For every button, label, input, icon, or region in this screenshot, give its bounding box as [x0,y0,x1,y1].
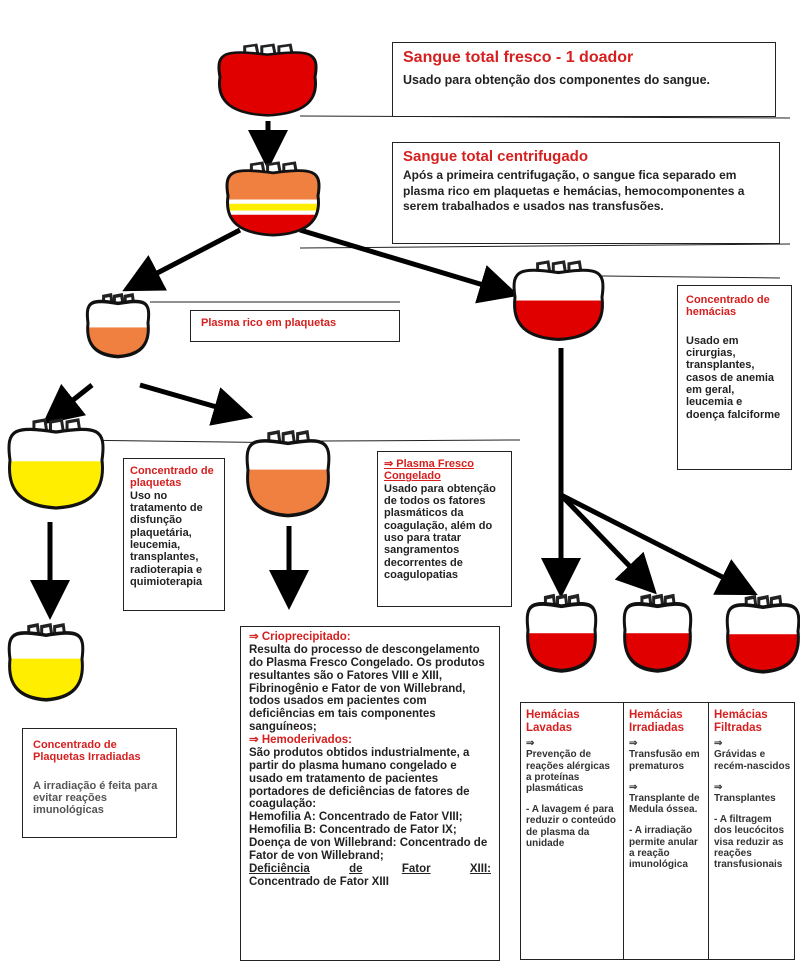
factor-xiii-concentrate: Concentrado de Fator XIII [249,875,389,888]
box-cryoprecipitate: ⇒ Crioprecipitado: Resulta do processo d… [240,626,500,961]
cell-irradiated: Hemácias Irradiadas ⇒ Transfusão em prem… [624,703,709,959]
washed-text-1: Prevenção de reações alérgicas a proteín… [526,749,610,795]
centrifuged-desc: Após a primeira centrifugação, o sangue … [403,168,745,214]
bag-irradiated-platelets [7,622,85,702]
filtered-arrow-2: ⇒ [714,781,723,793]
ffp-desc: Usado para obtenção de todos os fatores … [384,482,496,581]
prp-title: Plasma rico em plaquetas [201,317,337,329]
irradiated-title: Hemácias Irradiadas [629,709,684,734]
factor-xiii-word-2: de [349,862,363,875]
von-willebrand: Doença de von Willebrand: Concentrado de… [249,837,488,862]
irradiated-arrow-1: ⇒ [629,738,638,750]
platelets-title: Concentrado de plaquetas [130,465,214,490]
filtered-text-1: Grávidas e recém-nascidos [714,749,791,772]
bag-platelet-concentrate [7,418,105,510]
hemophilia-a: Hemofilia A: Concentrado de Fator VIII; [249,811,463,824]
washed-body: ⇒ Prevenção de reações alérgicas a prote… [526,738,618,849]
bag-platelet-rich-plasma [85,292,151,359]
bag-filtered [725,594,800,674]
flow-arrows [30,121,758,620]
ffp-title: ⇒ Plasma Fresco Congelado [384,458,474,483]
irradiated-arrow-2: ⇒ [629,781,638,793]
irradiated-body: ⇒ Transfusão em prematuros ⇒ Transplante… [629,738,703,870]
bag-fresh-frozen-plasma [245,429,331,518]
box-red-cell-variants: Hemácias Lavadas ⇒ Prevenção de reações … [520,702,795,960]
box-red-cell-concentrate: Concentrado de hemácias Usado em cirurgi… [677,285,792,470]
washed-arrow-1: ⇒ [526,738,535,750]
factor-xiii-word-4: XIII: [469,862,491,875]
washed-title: Hemácias Lavadas [526,709,580,734]
cell-filtered: Hemácias Filtradas ⇒ Grávidas e recém-na… [709,703,796,959]
irradiated-text-1: Transfusão em prematuros [629,749,700,772]
box-platelet-concentrate: Concentrado de plaquetas Uso no tratamen… [123,458,225,611]
filtered-text-3: - A filtragem dos leucócitos visa reduzi… [714,814,785,870]
cell-washed: Hemácias Lavadas ⇒ Prevenção de reações … [521,703,624,959]
bag-centrifuged [225,161,321,237]
irradiated-text-3: - A irradiação permite anular a reação i… [629,825,698,870]
filtered-body: ⇒ Grávidas e recém-nascidos ⇒ Transplant… [714,738,791,870]
whole-blood-desc: Usado para obtenção dos componentes do s… [403,73,710,87]
bag-red-cell-concentrate [512,260,605,341]
box-whole-blood: Sangue total fresco - 1 doador Usado par… [392,42,776,117]
box-centrifuged: Sangue total centrifugado Após a primeir… [392,142,780,244]
box-irradiated-platelets: Concentrado de Plaquetas Irradiadas A ir… [22,728,177,838]
bag-washed [525,593,598,673]
platelets-desc: Uso no tratamento de disfunção plaquetár… [130,489,203,588]
filtered-title: Hemácias Filtradas [714,709,768,734]
cryo-desc: Resulta do processo de descongelamento d… [249,643,485,734]
rbc-desc: Usado em cirurgias, transplantes, casos … [686,334,781,421]
hemo-title: ⇒ Hemoderivados: [249,734,352,746]
centrifuged-title: Sangue total centrifugado [403,148,589,165]
whole-blood-title: Sangue total fresco - 1 doador [403,49,634,66]
factor-xiii-word-1: Deficiência [249,862,310,875]
box-platelet-rich-plasma: Plasma rico em plaquetas [190,310,400,342]
box-fresh-frozen-plasma: ⇒ Plasma Fresco Congelado Usado para obt… [377,451,512,607]
bag-whole-blood [217,43,318,117]
filtered-arrow-1: ⇒ [714,738,723,750]
irradiated-text-2: Transplante de Medula óssea. [629,793,700,816]
filtered-text-2: Transplantes [714,793,776,805]
irradiated-platelets-desc: A irradiação é feita para evitar reações… [33,779,158,817]
bag-irradiated [622,593,693,673]
factor-xiii-line: Deficiência de Fator XIII: [249,863,491,876]
rbc-title: Concentrado de hemácias [686,294,770,319]
hemophilia-b: Hemofilia B: Concentrado de Fator IX; [249,824,457,837]
irradiated-platelets-title: Concentrado de Plaquetas Irradiadas [33,739,141,764]
cryo-title: ⇒ Crioprecipitado: [249,631,351,643]
hemo-desc: São produtos obtidos industrialmente, a … [249,746,470,811]
factor-xiii-word-3: Fator [401,862,431,875]
washed-text-2: - A lavagem é para reduzir o conteúdo de… [526,804,616,849]
